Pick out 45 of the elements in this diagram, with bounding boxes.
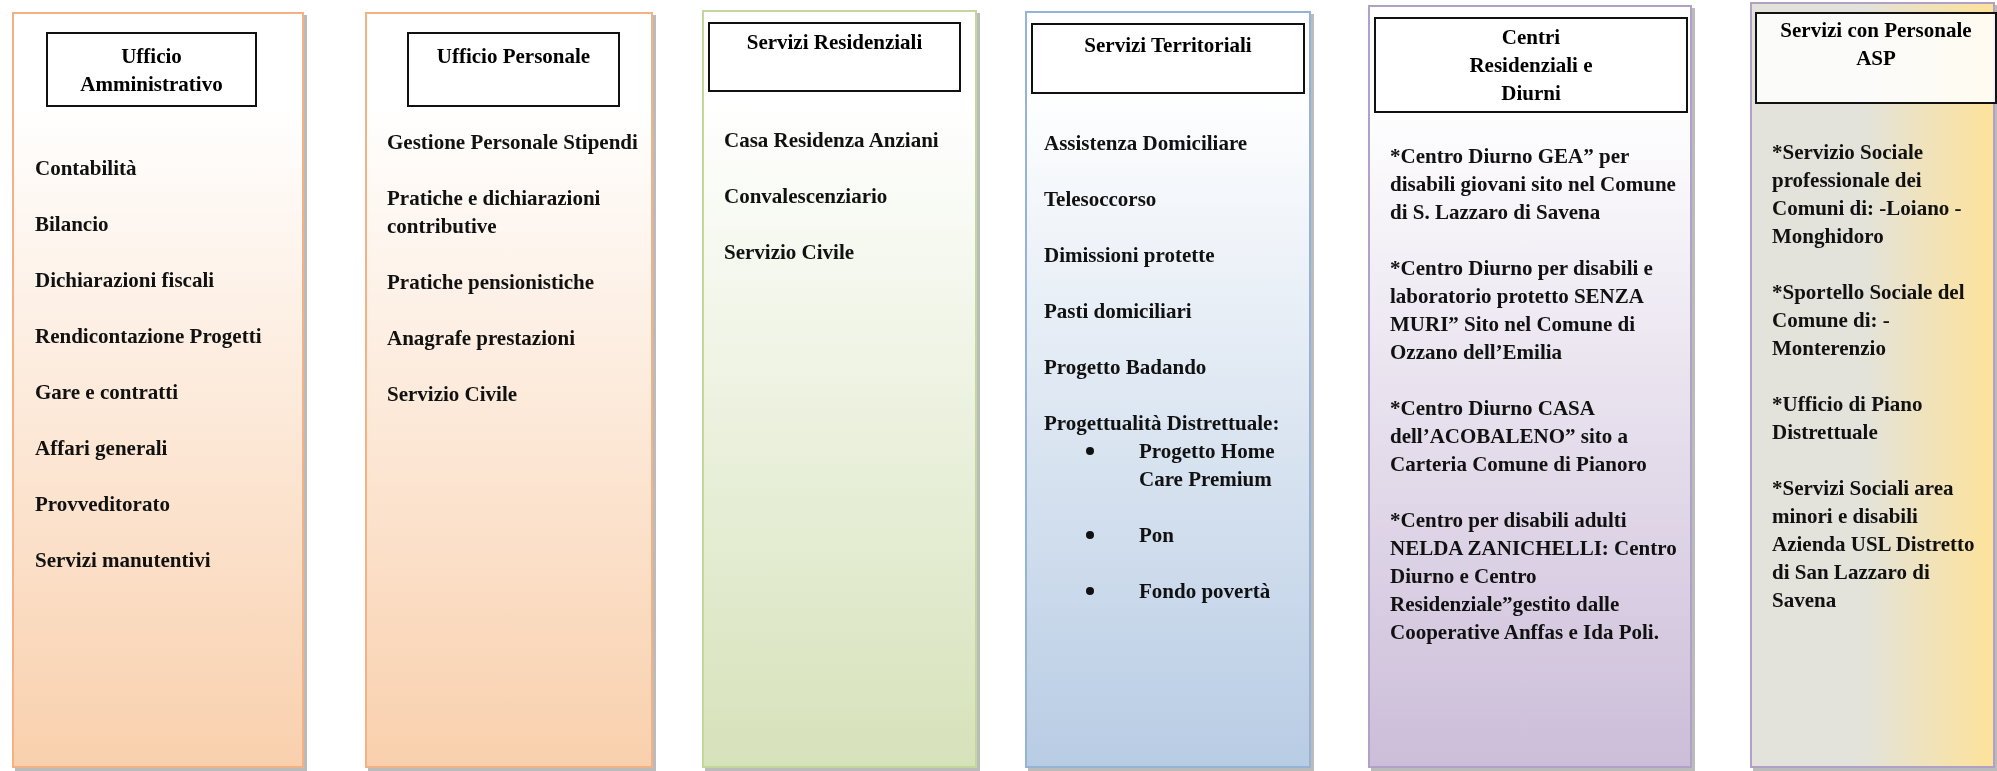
- column-panel: [1025, 11, 1311, 768]
- header-box: Ufficio Personale: [407, 32, 620, 107]
- header-box: Servizi Territoriali: [1031, 23, 1305, 94]
- list-item: *Centro Diurno per disabili e laboratorio protetto SENZA MURI” Sito nel Comune di Ozzano dell’Emilia: [1390, 255, 1654, 366]
- list-item: *Centro per disabili adulti NELDA ZANICHELLI: Centro Diurno e Centro Residenziale”gestito dalle Cooperative Anffas e Ida Poli.: [1390, 507, 1678, 646]
- list-item: *Sportello Sociale del Comune di: -Monterenzio: [1772, 279, 1966, 362]
- header-box: Servizi Residenziali: [708, 22, 961, 92]
- list-item: Provveditorato: [35, 491, 171, 518]
- list-item: Contabilità: [35, 155, 138, 182]
- column-panel: [365, 12, 653, 768]
- list-item: Pon: [1139, 522, 1175, 549]
- header-box: Servizi con Personale ASP: [1755, 12, 1997, 104]
- list-item: Servizio Civile: [724, 239, 856, 266]
- column-panel: [1368, 5, 1692, 768]
- list-item: Servizi manutentivi: [35, 547, 212, 574]
- list-item: Pratiche pensionistiche: [387, 269, 596, 296]
- column-panel: [702, 10, 977, 768]
- list-item: *Centro Diurno GEA” per disabili giovani sito nel Comune di S. Lazzaro di Savena: [1390, 143, 1677, 226]
- list-item: Casa Residenza Anziani: [724, 127, 940, 154]
- list-item: Anagrafe prestazioni: [387, 325, 576, 352]
- list-item: Affari generali: [35, 435, 169, 462]
- list-item: Pasti domiciliari: [1044, 298, 1193, 325]
- list-item: Assistenza Domiciliare: [1044, 130, 1249, 157]
- list-item: Convalescenziario: [724, 183, 889, 210]
- list-item: Telesoccorso: [1044, 186, 1158, 213]
- list-item: Pratiche e dichiarazioni contributive: [387, 185, 602, 240]
- list-item: Progetto Badando: [1044, 354, 1208, 381]
- list-item: *Servizi Sociali area minori e disabili Azienda USL Distretto di San Lazzaro di Savena: [1772, 475, 1976, 614]
- list-item: Fondo povertà: [1139, 578, 1272, 605]
- list-item: Dimissioni protette: [1044, 242, 1216, 269]
- list-item: *Servizio Sociale professionale dei Comuni di: -Loiano -Monghidoro: [1772, 139, 1963, 250]
- list-item: Gestione Personale Stipendi: [387, 129, 639, 156]
- list-item: *Ufficio di Piano Distrettuale: [1772, 391, 1924, 446]
- header-box: Ufficio Amministrativo: [46, 32, 257, 107]
- list-item: Progettualità Distrettuale:: [1044, 410, 1281, 437]
- list-item: *Centro Diurno CASA dell’ACOBALENO” sito a Carteria Comune di Pianoro: [1390, 395, 1648, 478]
- list-item: Rendicontazione Progetti: [35, 323, 263, 350]
- list-item: Bilancio: [35, 211, 110, 238]
- list-item: Gare e contratti: [35, 379, 180, 406]
- column-panel: [1750, 2, 1995, 768]
- column-panel: [12, 12, 304, 768]
- list-item: Progetto Home Care Premium: [1139, 438, 1276, 493]
- list-item: Servizio Civile: [387, 381, 519, 408]
- list-item: Dichiarazioni fiscali: [35, 267, 216, 294]
- header-box: Centri Residenziali e Diurni: [1374, 17, 1688, 113]
